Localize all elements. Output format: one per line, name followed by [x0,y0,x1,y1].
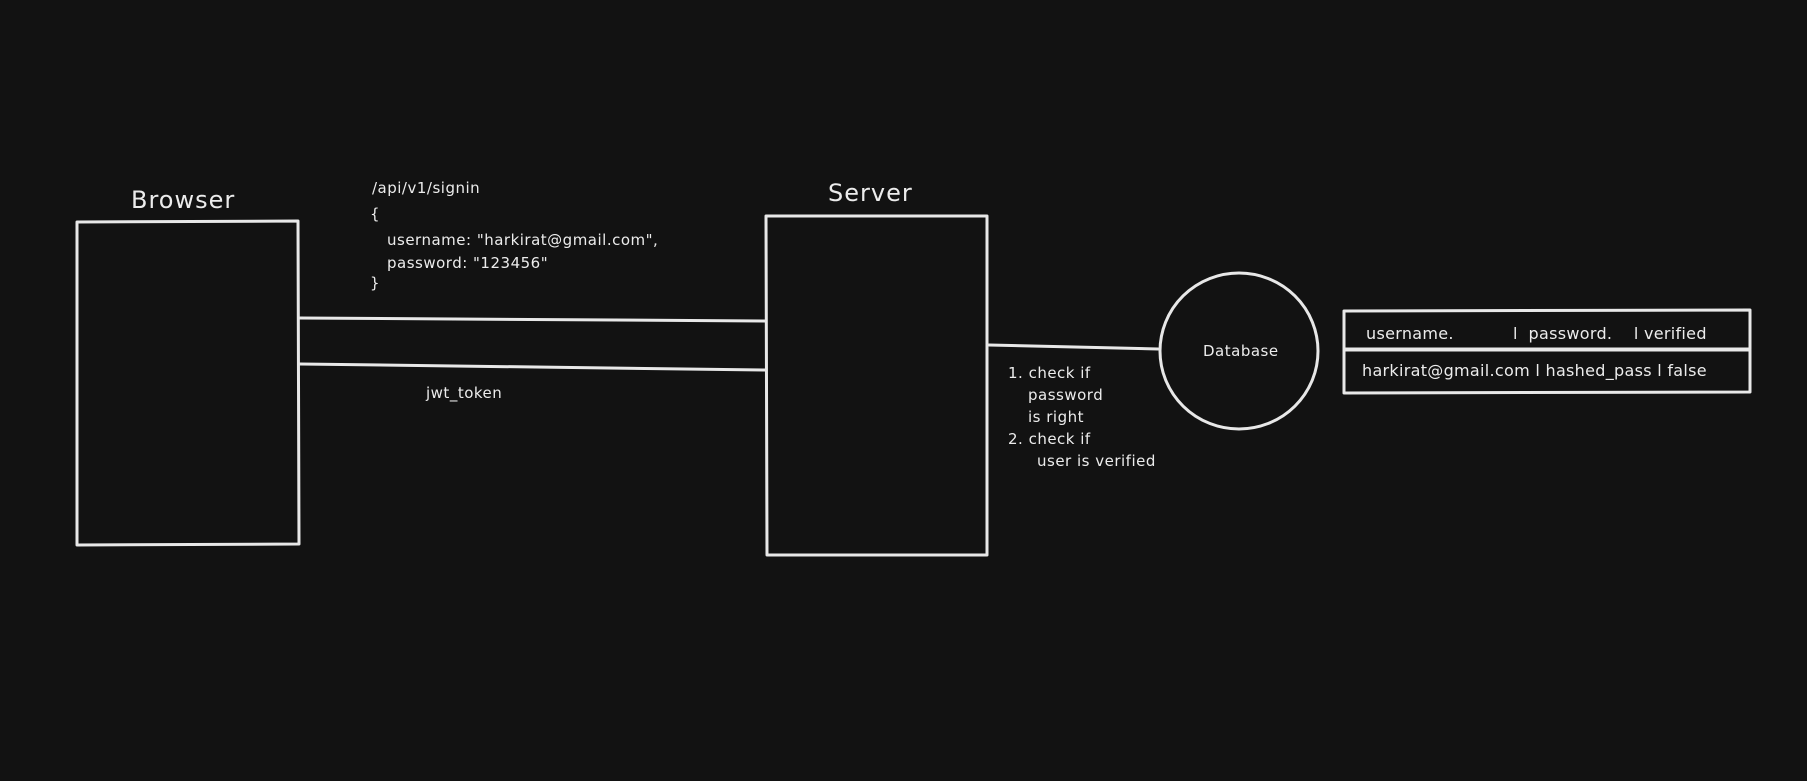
server-check-line-5: user is verified [1037,452,1156,470]
server-box [764,214,989,557]
request-connector [298,316,767,323]
server-check-line-3: is right [1028,408,1084,426]
request-username: username: "harkirat@gmail.com", [387,231,659,249]
request-endpoint: /api/v1/signin [372,179,481,197]
db-table-row-box [1342,348,1752,395]
database-circle [1158,271,1320,431]
response-connector [298,362,767,372]
server-check-line-4: 2. check if [1008,430,1091,448]
database-label: Database [1203,342,1279,360]
request-password: password: "123456" [387,254,549,272]
browser-title: Browser [131,186,236,214]
browser-box [75,219,301,547]
server-title: Server [828,179,913,207]
response-label: jwt_token [426,384,503,402]
server-db-connector [987,343,1160,351]
db-table-header: username. l password. l verified [1366,324,1707,343]
request-close-brace: } [370,274,381,292]
server-check-line-1: 1. check if [1008,364,1091,382]
request-open-brace: { [370,205,381,223]
db-table-row: harkirat@gmail.com l hashed_pass l false [1362,361,1707,380]
server-check-line-2: password [1028,386,1104,404]
